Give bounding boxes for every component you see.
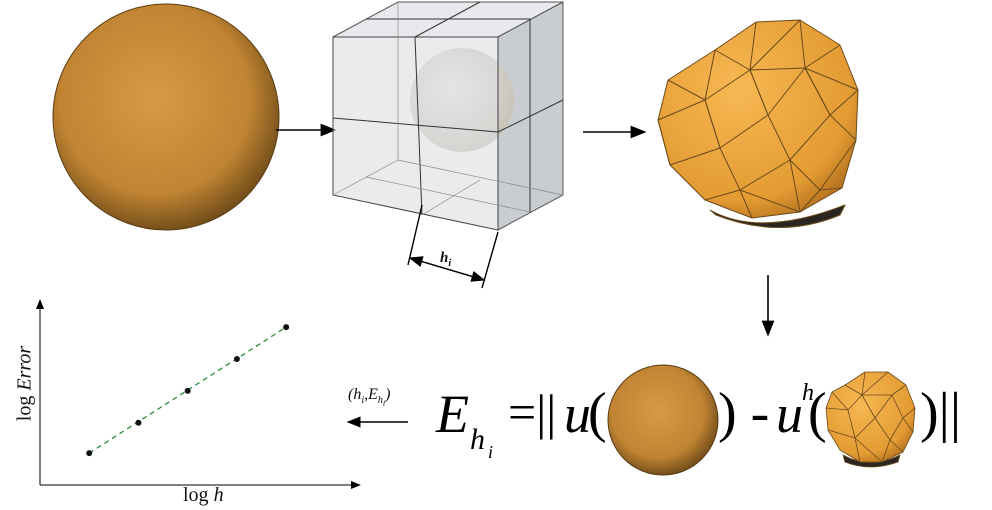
convergence-plot [36,299,361,489]
eq-E: E [436,384,469,444]
eq-uh: u [776,384,803,444]
eq-E-sub-h: h [470,423,485,456]
y-axis-label: log Error [13,345,36,422]
equation-smooth-sphere [607,364,719,476]
smooth-sphere [52,3,280,231]
data-point [135,419,142,426]
data-pair-label: (hi,Ehi) [348,386,391,409]
eq-open-paren-2: ( [808,382,827,444]
data-point [184,387,191,394]
trend-line [88,326,287,454]
mesh-size-label: hi [440,250,452,269]
eq-u: u [564,384,591,444]
eq-E-sub-i: i [488,442,494,462]
equation-mesh-sphere [825,371,916,468]
mesh-sphere [657,19,859,228]
eq-equals-norm: =|| [508,384,557,440]
grid-cube [332,1,564,231]
mesh-size-dimension [407,204,499,289]
eq-close-norm: )|| [920,382,962,444]
data-point [86,450,93,457]
data-point [233,356,240,363]
eq-close-minus: ) - [718,382,770,444]
eq-uh-sup: h [802,380,814,406]
data-point [283,324,290,331]
eq-open-paren: ( [588,382,607,444]
x-axis-label: log h [183,484,224,506]
